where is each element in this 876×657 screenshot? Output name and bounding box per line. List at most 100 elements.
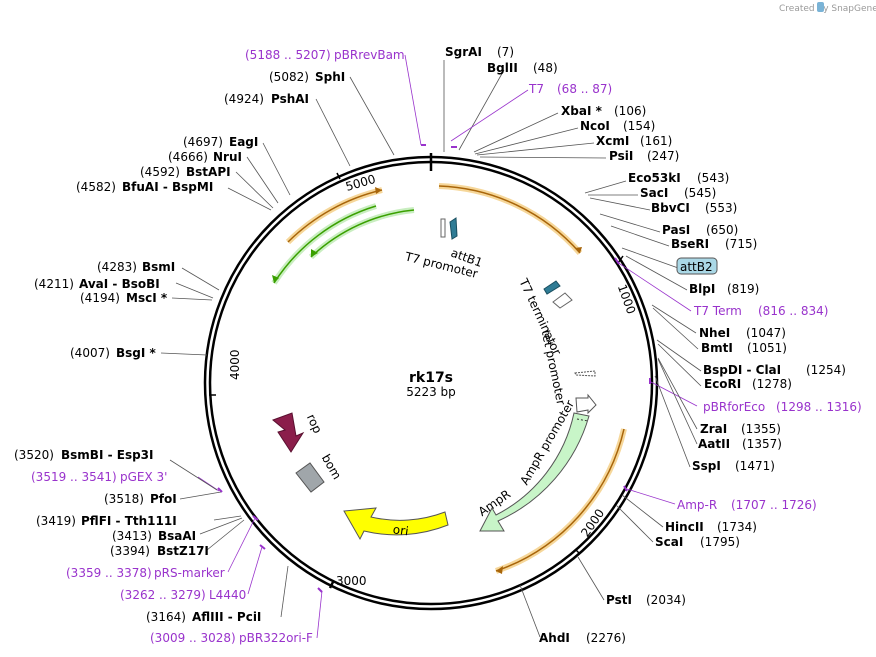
site-afliii-name: AflIII - PciI	[192, 610, 261, 624]
site-bsaai-name: BsaAI	[158, 529, 196, 543]
green-arc-outer-arrowhead	[272, 275, 279, 283]
site-bsgi-pos: (4007)	[70, 346, 110, 360]
site-bstapi-name: BstAPI	[186, 165, 231, 179]
primer-l4440-mark	[259, 544, 266, 550]
site-bspdi-name: BspDI - ClaI	[703, 363, 781, 377]
green-arc-inner	[310, 209, 415, 258]
site-sspi-name: SspI	[692, 459, 721, 473]
site-zrai-pos: (1355)	[741, 422, 781, 436]
ticks	[209, 172, 624, 589]
site-nhei-name: NheI	[699, 326, 730, 340]
site-ncoi-name: NcoI	[580, 119, 610, 133]
site-xbai-pos: (106)	[614, 104, 646, 118]
site-bbvci-pos: (553)	[705, 201, 737, 215]
site-xcmi-pos: (161)	[640, 134, 672, 148]
site-blpi-name: BlpI	[689, 282, 715, 296]
site-avai-name: AvaI - BsoBI	[79, 277, 160, 291]
orf-bottom-right-halo	[495, 428, 627, 574]
site-scai-name: ScaI	[655, 535, 683, 549]
primer-prsmarker-pos: (3359 .. 3378)	[66, 566, 152, 580]
tick-5000	[336, 172, 341, 180]
primer-pbr322ori-name: pBR322ori-F	[239, 631, 313, 645]
primer-pbr322ori-pos: (3009 .. 3028)	[150, 631, 236, 645]
site-bglii-name: BglII	[487, 61, 518, 75]
site-bseri-pos: (715)	[725, 237, 757, 251]
ori-feature	[343, 507, 449, 541]
site-eco53ki-pos: (543)	[697, 171, 729, 185]
site-sphi-name: SphI	[315, 70, 345, 84]
site-bspdi-pos: (1254)	[806, 363, 846, 377]
bom-feature	[295, 462, 325, 493]
t7-promoter-glyph	[440, 218, 446, 238]
primer-l4440-name: L4440	[209, 588, 246, 602]
green-arc-outer	[273, 205, 377, 284]
primer-ampr-pos: (1707 .. 1726)	[731, 498, 817, 512]
site-sspi-pos: (1471)	[735, 459, 775, 473]
primer-ampr-name: Amp-R	[677, 498, 717, 512]
orf-top-right	[438, 185, 581, 254]
orf-bottom-right-arrowhead	[496, 566, 503, 574]
site-bsmi-pos: (4283)	[97, 260, 137, 274]
primer-pbr322ori-mark	[317, 587, 323, 593]
site-bstz17i-pos: (3394)	[110, 544, 150, 558]
tick-2000	[575, 549, 581, 555]
primer-pbrforeco-name: pBRforEco	[703, 400, 765, 414]
tick-label-3000: 3000	[336, 574, 367, 588]
ori-label: ori	[392, 522, 409, 538]
t7-terminator-glyph	[543, 280, 561, 295]
primer-pgex-mark	[217, 487, 223, 493]
site-afliii-pos: (3164)	[146, 610, 186, 624]
tet-promoter-glyph	[552, 292, 573, 309]
bom-label: bom	[319, 452, 344, 482]
site-bsgi-name: BsgI *	[116, 346, 157, 360]
tet-promoter-label: tet promoter	[539, 329, 569, 407]
ampr-promoter-arrow	[575, 393, 597, 415]
site-ecori-name: EcoRI	[704, 377, 741, 391]
site-xcmi-name: XcmI	[596, 134, 629, 148]
primer-l4440-pos: (3262 .. 3279)	[120, 588, 206, 602]
leader-lines	[160, 54, 702, 639]
plasmid-size: 5223 bp	[406, 385, 456, 399]
tick-label-4000: 4000	[228, 349, 242, 380]
plasmid-name: rk17s	[409, 370, 453, 386]
orf-bottom-right	[495, 428, 625, 572]
ampr-feature	[479, 412, 590, 532]
site-bglii-pos: (48)	[533, 61, 558, 75]
site-sphi-pos: (5082)	[269, 70, 309, 84]
site-ecori-pos: (1278)	[752, 377, 792, 391]
site-bsmbi-name: BsmBI - Esp3I	[61, 448, 153, 462]
ampr-separator	[576, 418, 589, 422]
site-nhei-pos: (1047)	[746, 326, 786, 340]
site-pflfi-pos: (3419)	[36, 514, 76, 528]
site-aatii-name: AatII	[698, 437, 730, 451]
primer-pbrrevbam-name: pBRrevBam	[334, 48, 405, 62]
site-pshai-pos: (4924)	[224, 92, 264, 106]
tet-gene-glyph	[574, 370, 596, 377]
primer-t7term-name: T7 Term	[693, 304, 742, 318]
site-pfoi-name: PfoI	[150, 492, 177, 506]
site-bfuai-pos: (4582)	[76, 180, 116, 194]
site-msci-name: MscI *	[126, 291, 168, 305]
site-bmti-pos: (1051)	[747, 341, 787, 355]
site-eagi-name: EagI	[229, 135, 258, 149]
primer-marks	[217, 144, 651, 593]
site-bsaai-pos: (3413)	[112, 529, 152, 543]
primer-pbrrevbam-pos: (5188 .. 5207)	[245, 48, 331, 62]
site-avai-pos: (4211)	[34, 277, 74, 291]
snapgene-logo-icon	[817, 2, 824, 12]
site-pshai-name: PshAI	[271, 92, 309, 106]
rop-label: rop	[304, 412, 325, 436]
site-saci-name: SacI	[640, 186, 668, 200]
site-pasi-name: PasI	[662, 223, 690, 237]
rop-feature	[272, 412, 305, 453]
site-pasi-pos: (650)	[706, 223, 738, 237]
site-bfuai-name: BfuAI - BspMI	[122, 180, 213, 194]
site-aatii-pos: (1357)	[742, 437, 782, 451]
site-eagi-pos: (4697)	[183, 135, 223, 149]
orf-top-left	[287, 189, 383, 243]
site-ncoi-pos: (154)	[623, 119, 655, 133]
site-msci-pos: (4194)	[80, 291, 120, 305]
site-psii-name: PsiI	[609, 149, 633, 163]
site-bbvci-name: BbvCI	[651, 201, 690, 215]
